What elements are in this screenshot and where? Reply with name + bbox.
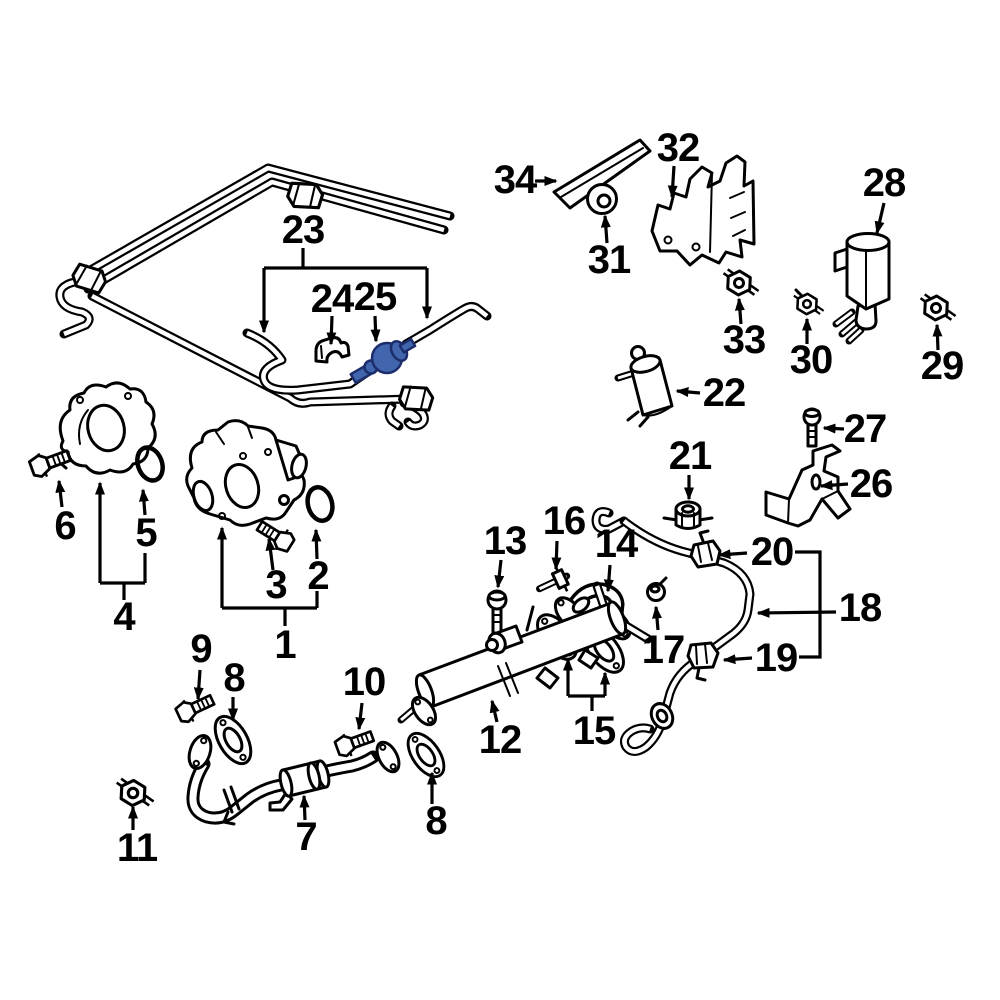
callout-4[interactable]: 4 <box>113 595 135 639</box>
part-2-o-ring[interactable] <box>304 484 336 523</box>
callout-21[interactable]: 21 <box>668 434 712 478</box>
part-20-hose-clip[interactable] <box>689 529 722 569</box>
part-12-egr-cooler[interactable] <box>397 581 653 729</box>
part-19-hose-clip[interactable] <box>686 641 720 682</box>
part-16-stud[interactable] <box>534 563 573 601</box>
callout-8-left[interactable]: 8 <box>223 656 245 700</box>
part-21-nut[interactable] <box>662 500 714 530</box>
part-29-nut[interactable] <box>917 292 959 323</box>
leader-lines <box>55 165 943 830</box>
part-30-nut[interactable] <box>791 288 826 317</box>
callout-6[interactable]: 6 <box>54 504 76 548</box>
part-22-vacuum-valve[interactable] <box>614 345 674 428</box>
part-4-egr-housing[interactable] <box>56 381 157 475</box>
callout-7[interactable]: 7 <box>295 815 317 859</box>
part-5-o-ring[interactable] <box>133 444 167 484</box>
part-32-heat-shield-bracket[interactable] <box>650 154 756 267</box>
part-31-grommet[interactable] <box>586 183 618 215</box>
callout-32[interactable]: 32 <box>656 126 700 170</box>
part-9-bolt[interactable] <box>172 687 219 728</box>
callout-20[interactable]: 20 <box>750 530 794 574</box>
callout-24[interactable]: 24 <box>310 277 354 321</box>
part-11-nut[interactable] <box>113 776 157 809</box>
callout-8-right[interactable]: 8 <box>425 799 447 843</box>
callout-9[interactable]: 9 <box>190 627 212 671</box>
callout-28[interactable]: 28 <box>862 161 906 205</box>
part-27-bolt[interactable] <box>802 407 822 448</box>
callout-30[interactable]: 30 <box>789 338 833 382</box>
part-23-vacuum-tube-assembly[interactable] <box>55 163 492 431</box>
hose-grommet <box>649 702 675 730</box>
callout-3[interactable]: 3 <box>265 563 287 607</box>
callout-14[interactable]: 14 <box>594 522 638 566</box>
callout-27[interactable]: 27 <box>843 407 887 451</box>
callout-11[interactable]: 11 <box>116 826 158 870</box>
part-18-hose-assembly[interactable] <box>591 507 755 756</box>
callout-1[interactable]: 1 <box>274 623 296 667</box>
part-7-egr-pipe[interactable] <box>185 733 403 826</box>
callout-33[interactable]: 33 <box>722 318 766 362</box>
callout-23[interactable]: 23 <box>281 208 325 252</box>
callout-34[interactable]: 34 <box>493 158 537 202</box>
part-28-solenoid-valve[interactable] <box>832 232 891 345</box>
part-17-nut[interactable] <box>646 576 668 602</box>
callout-31[interactable]: 31 <box>587 238 631 282</box>
callout-15[interactable]: 15 <box>572 709 616 753</box>
callout-10[interactable]: 10 <box>342 660 386 704</box>
part-1-egr-valve[interactable] <box>185 419 309 527</box>
callout-19[interactable]: 19 <box>754 636 798 680</box>
check-valve-body <box>349 337 417 385</box>
callout-22[interactable]: 22 <box>702 371 746 415</box>
callout-17[interactable]: 17 <box>641 628 685 672</box>
callout-16[interactable]: 16 <box>542 499 586 543</box>
part-13-bolt[interactable] <box>486 589 508 635</box>
callout-12[interactable]: 12 <box>478 718 522 762</box>
part-34-stud-bracket[interactable] <box>552 138 652 210</box>
callout-2[interactable]: 2 <box>307 554 329 598</box>
callout-26[interactable]: 26 <box>849 462 893 506</box>
part-6-bolt[interactable] <box>26 442 75 482</box>
part-33-nut[interactable] <box>720 267 762 298</box>
callout-29[interactable]: 29 <box>920 344 964 388</box>
part-24-tube-clip[interactable] <box>314 336 351 364</box>
part-8-gasket-right[interactable] <box>399 725 453 785</box>
part-25-check-valve[interactable] <box>349 337 417 385</box>
callout-13[interactable]: 13 <box>483 519 527 563</box>
callout-18[interactable]: 18 <box>838 586 882 630</box>
callout-5[interactable]: 5 <box>135 511 157 555</box>
callout-25[interactable]: 25 <box>353 275 397 319</box>
